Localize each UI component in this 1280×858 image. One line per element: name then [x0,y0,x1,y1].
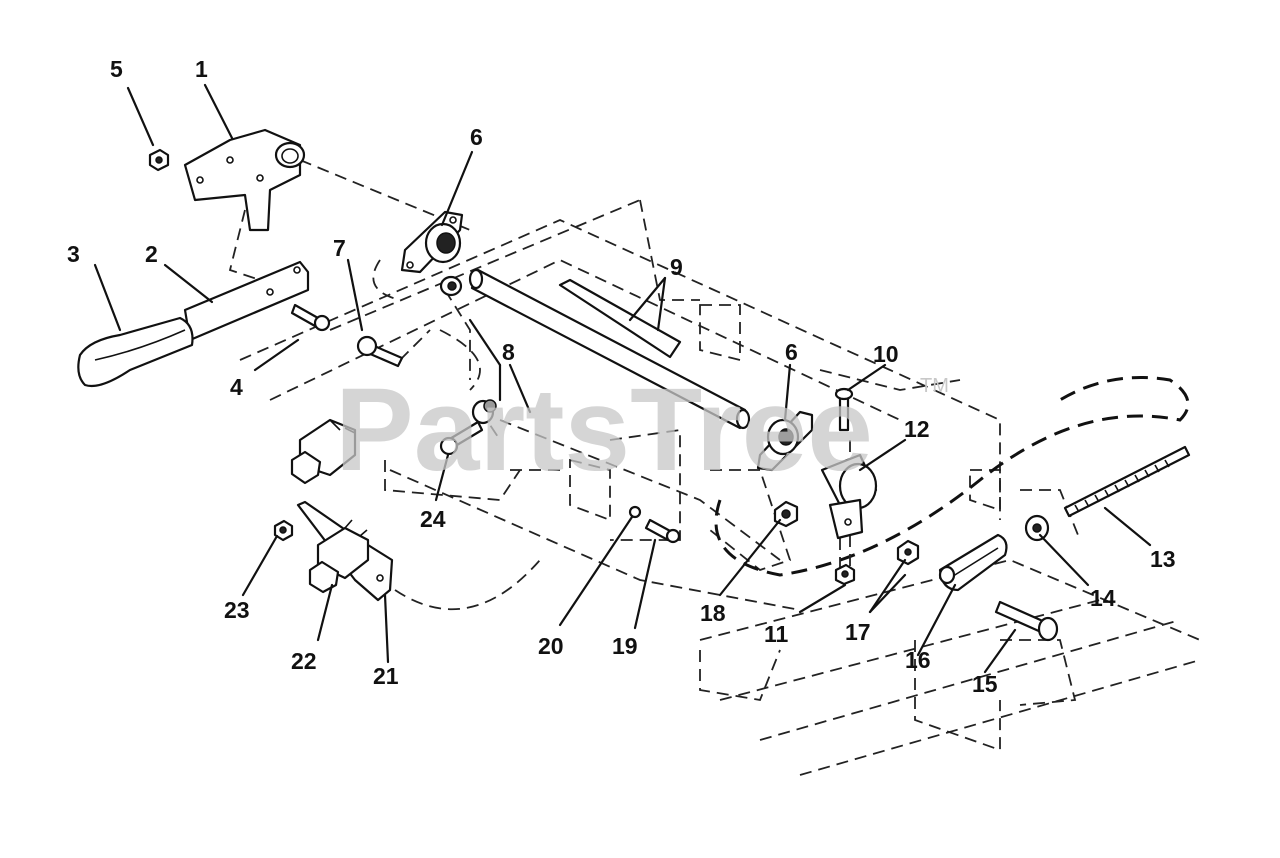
callout-9: 9 [670,254,683,280]
part-7-bolt [356,335,404,368]
part-11-nut [834,563,856,586]
part-16-clevis [938,533,1008,592]
part-3-handle-grip [77,316,194,388]
chassis-frame-outline [239,199,1201,776]
callout-19: 19 [612,633,638,659]
callout-23: 23 [224,597,250,623]
callout-6-left: 6 [470,124,483,150]
part-14-washer [1024,514,1050,542]
watermark-trademark: TM [920,375,949,397]
part-1-bracket [183,128,306,232]
part-8-bushing-lower [471,399,497,425]
callout-12: 12 [904,416,930,442]
callout-7: 7 [333,235,346,261]
callout-20: 20 [538,633,564,659]
assembly-paths [228,159,1190,611]
callout-18: 18 [700,600,726,626]
callout-16: 16 [905,647,931,673]
part-24-bolt [439,420,484,456]
callout-2: 2 [145,241,158,267]
part-8-bushing-upper [439,275,463,297]
callout-1: 1 [195,56,208,82]
part-2-lever-arm [183,260,310,342]
callout-11: 11 [764,621,789,647]
callout-6-right: 6 [785,339,798,365]
callout-21: 21 [373,663,399,689]
callout-8: 8 [502,339,515,365]
callout-5: 5 [110,56,123,82]
part-19-bolt [644,518,681,544]
safety-switch-upper [290,418,357,485]
callout-22: 22 [291,648,317,674]
part-17-nut [896,539,920,566]
callout-13: 13 [1150,546,1176,572]
part-10-bolt [834,387,854,432]
callout-4: 4 [230,374,243,400]
callout-numbers: 5 1 3 2 4 6 7 8 9 6 10 12 13 14 15 16 17… [67,56,1176,697]
callout-leaders [93,83,1152,674]
part-23-nut [273,519,294,542]
part-13-threaded-rod [1063,445,1191,518]
part-6-flange-bearing-right [756,410,814,472]
part-9-shaft [468,268,751,430]
part-6-flange-bearing-left [400,210,464,274]
callout-10: 10 [873,341,899,367]
callout-15: 15 [972,671,998,697]
part-5-nut [148,148,170,172]
callout-14: 14 [1090,585,1116,611]
part-12-collar [820,453,878,540]
callout-17: 17 [845,619,871,645]
callout-3: 3 [67,241,80,267]
part-22-switch [308,519,370,594]
callout-24: 24 [420,506,446,532]
watermark: PartsTree TM [335,364,949,496]
part-4-bolt [290,303,331,332]
watermark-text: PartsTree [335,364,873,496]
part-20-washer [628,505,642,519]
part-15-bolt [994,600,1059,642]
